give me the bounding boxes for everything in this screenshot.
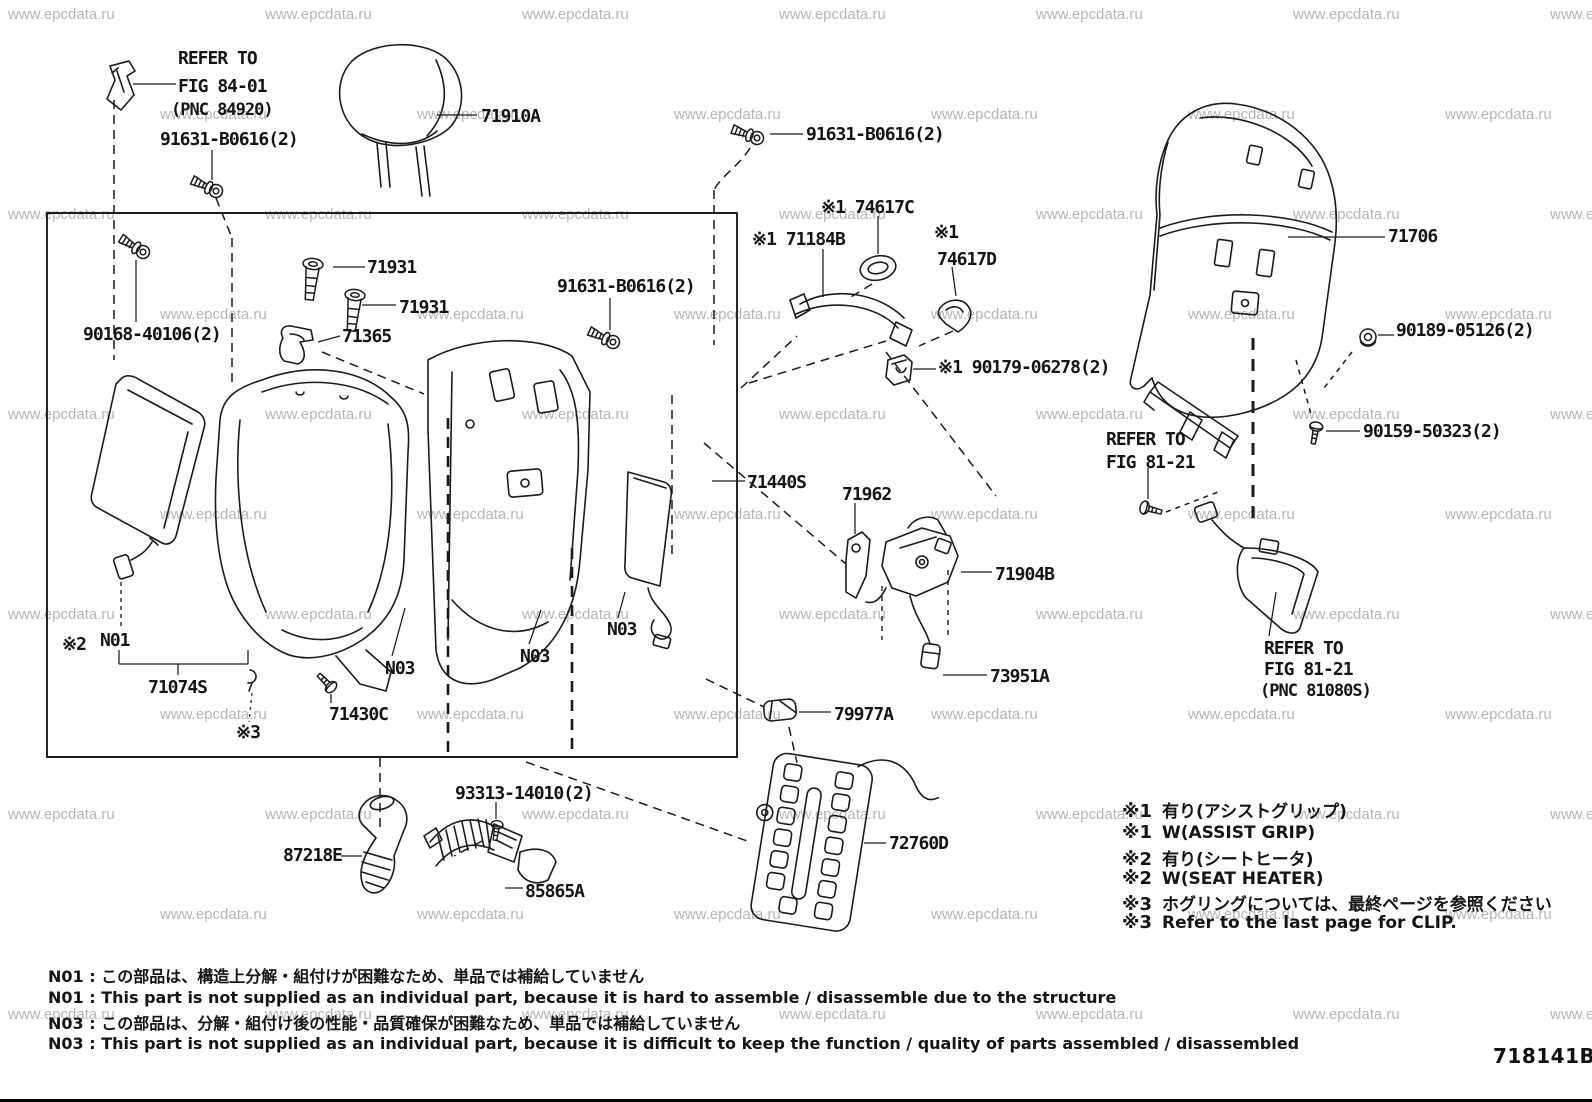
part-label-72760d: 72760D xyxy=(889,833,949,854)
screw-fig8121 xyxy=(1137,499,1164,520)
legend-text: 有り(シートヒータ) xyxy=(1162,850,1314,870)
note-code-n03-1: N03 xyxy=(385,658,415,679)
ref-fig8401-line3: (PNC 84920) xyxy=(171,100,274,120)
legend-row: ※3 Refer to the last page for CLIP. xyxy=(1122,912,1457,933)
part-label-71184b: ※1 71184B xyxy=(752,229,846,250)
part-label-93313: 93313-14010(2) xyxy=(455,783,594,804)
part-label-91631-mid: 91631-B0616(2) xyxy=(557,276,696,297)
headrest-drawing xyxy=(338,43,463,197)
note-code-n03-3: N03 xyxy=(607,619,637,640)
legend-mark: ※2 xyxy=(1122,849,1153,870)
part-label-74617d: 74617D xyxy=(937,249,997,270)
seat-back-frame-drawing xyxy=(427,339,591,685)
ref-fig8401-line2: FIG 84-01 xyxy=(178,76,268,97)
screw-90168 xyxy=(116,231,153,262)
part-label-71365: 71365 xyxy=(342,326,392,347)
part-label-71931-1: 71931 xyxy=(367,257,417,278)
seat-back-cushion-drawing xyxy=(214,369,410,692)
clip-71430c xyxy=(313,669,340,696)
note-n01-jp: N01 : この部品は、構造上分解・組付けが困難なため、単品では補給していません xyxy=(48,967,645,986)
part-label-74617c: ※1 74617C xyxy=(821,197,915,218)
legend-mark: ※1 xyxy=(1122,822,1153,843)
part-label-71430c: 71430C xyxy=(329,704,389,725)
note-code-n01: N01 xyxy=(100,630,130,651)
part-label-90168: 90168-40106(2) xyxy=(83,324,222,345)
mark-x3: ※3 xyxy=(236,722,261,743)
legend-row: ※2 有り(シートヒータ) xyxy=(1122,845,1314,870)
note-code-n03-2: N03 xyxy=(520,646,550,667)
legend-mark: ※2 xyxy=(1122,868,1153,889)
seat-heater-72760d xyxy=(750,752,940,932)
screw-91631-left xyxy=(188,173,226,201)
grommet-90189 xyxy=(1359,328,1377,347)
note-n03-jp: N03 : この部品は、分解・組付け後の性能・品質確保が困難なため、単品では補給… xyxy=(48,1014,741,1033)
bracket-71365 xyxy=(278,325,314,365)
note-n03-en: N03 : This part is not supplied as an in… xyxy=(48,1034,1300,1053)
figure-code: 718141B xyxy=(1493,1044,1592,1068)
connector-79977a xyxy=(762,698,798,722)
side-airbag-drawing xyxy=(623,471,673,650)
part-label-73951a: 73951A xyxy=(990,666,1050,687)
grip-cap-74617c xyxy=(859,254,897,282)
part-label-71440s: 71440S xyxy=(747,472,807,493)
note-n01-en: N01 : This part is not supplied as an in… xyxy=(48,988,1117,1007)
sensor-85865a xyxy=(423,818,557,884)
legend-row: ※2 W(SEAT HEATER) xyxy=(1122,868,1323,889)
ref-fig8121-top-line2: FIG 81-21 xyxy=(1106,452,1196,473)
screw-91631-top xyxy=(729,122,767,148)
part-label-91631-center: 91631-B0616(2) xyxy=(806,124,945,145)
legend-text: 有り(アシストグリップ) xyxy=(1162,802,1347,822)
seat-back-pad-drawing xyxy=(90,375,206,580)
leader-lines xyxy=(118,83,1394,889)
part-label-90179: ※1 90179-06278(2) xyxy=(938,357,1110,378)
part-label-71962: 71962 xyxy=(842,484,892,505)
part-label-91631-left: 91631-B0616(2) xyxy=(160,129,299,150)
lower-crossbar-drawing xyxy=(1143,381,1239,459)
lever-71962 xyxy=(845,531,871,599)
duct-87218e xyxy=(358,794,408,894)
legend-text: Refer to the last page for CLIP. xyxy=(1162,913,1457,933)
legend-mark: ※3 xyxy=(1122,894,1153,915)
lock-assy-71904b xyxy=(865,516,959,604)
assembly-box xyxy=(46,212,738,758)
legend-mark: ※3 xyxy=(1122,912,1153,933)
legend-row: ※1 有り(アシストグリップ) xyxy=(1122,797,1347,822)
wire-harness-drawing xyxy=(1193,501,1319,634)
grip-cap-74617d xyxy=(937,299,972,333)
part-label-90159: 90159-50323(2) xyxy=(1363,421,1502,442)
part-label-87218e: 87218E xyxy=(283,845,343,866)
screw-90159 xyxy=(1306,420,1325,446)
ref-fig8121-bot-line1: REFER TO xyxy=(1264,638,1344,659)
hog-ring-icon xyxy=(247,669,257,692)
screw-91631-mid xyxy=(585,324,623,352)
mark-x2: ※2 xyxy=(62,634,87,655)
headrest-support-pin-1 xyxy=(298,256,325,302)
cable-73951a xyxy=(909,595,941,670)
legend-mark: ※1 xyxy=(1122,801,1153,822)
legend-row: ※3 ホグリングについては、最終ページを参照ください xyxy=(1122,890,1552,915)
clip-90179 xyxy=(885,354,913,386)
ref-fig8121-top-line1: REFER TO xyxy=(1106,429,1186,450)
ref-fig8121-bot-line2: FIG 81-21 xyxy=(1264,659,1354,680)
legend-text: W(SEAT HEATER) xyxy=(1162,869,1324,889)
part-label-71910a: 71910A xyxy=(481,106,541,127)
part-label-85865a: 85865A xyxy=(525,881,585,902)
part-label-71931-2: 71931 xyxy=(399,297,449,318)
ref-fig8401-line1: REFER TO xyxy=(178,48,258,69)
assist-grip-drawing xyxy=(789,292,913,347)
legend-text: ホグリングについては、最終ページを参照ください xyxy=(1162,895,1552,915)
part-label-79977a: 79977A xyxy=(834,704,894,725)
legend-text: W(ASSIST GRIP) xyxy=(1162,823,1316,843)
part-label-71074s: 71074S xyxy=(148,677,208,698)
part-label-71904b: 71904B xyxy=(995,564,1055,585)
part-label-71706: 71706 xyxy=(1388,226,1438,247)
seat-back-cover-drawing xyxy=(1129,102,1338,418)
part-label-74617d-mark: ※1 xyxy=(934,222,959,243)
legend-row: ※1 W(ASSIST GRIP) xyxy=(1122,822,1315,843)
dashed-lines xyxy=(113,100,1353,857)
clip-fig8401-icon xyxy=(106,60,136,111)
ref-fig8121-bot-line3: (PNC 81080S) xyxy=(1260,681,1372,701)
part-label-90189: 90189-05126(2) xyxy=(1396,320,1535,341)
